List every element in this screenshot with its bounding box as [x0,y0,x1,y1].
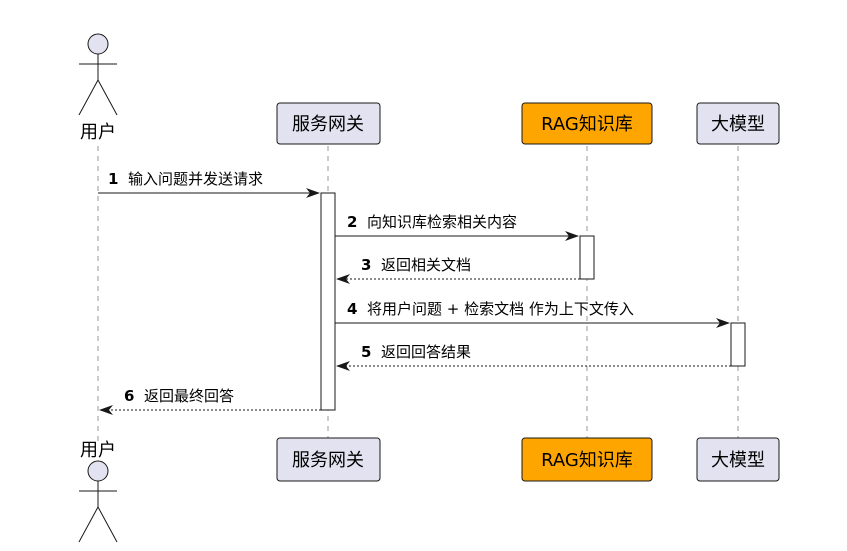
message-text: 返回回答结果 [381,343,471,361]
activation-bars [320,192,746,411]
message-text: 向知识库检索相关内容 [367,213,517,231]
participant-gateway-bottom: 服务网关 [276,437,381,482]
message-5: 5 返回回答结果 [336,343,731,371]
participant-llm-bottom: 大模型 [696,437,780,482]
message-text: 返回最终回答 [144,387,234,405]
actor-icon [78,460,118,543]
message-4: 4 将用户问题 + 检索文档 作为上下文传入 [335,300,730,328]
message-1: 1 输入问题并发送请求 [98,170,320,198]
participant-label: 服务网关 [292,450,364,471]
participant-label: 大模型 [711,450,765,471]
actor-icon [78,33,118,116]
participant-box [276,102,381,145]
participant-rag-top: RAG知识库 [521,102,653,145]
message-number: 2 [347,213,357,231]
message-number: 4 [347,300,357,318]
message-number: 5 [361,343,371,361]
participant-box [521,102,653,145]
participant-gateway-top: 服务网关 [276,102,381,145]
activation-rag [579,235,595,280]
participant-llm-top: 大模型 [696,102,780,145]
participant-user-top: 用户 [78,33,118,143]
participant-box [696,102,780,145]
participant-box [276,437,381,482]
message-text: 将用户问题 + 检索文档 作为上下文传入 [367,300,634,318]
participant-user-bottom: 用户 [78,440,118,543]
participant-label: 用户 [80,122,116,143]
message-2: 2 向知识库检索相关内容 [335,213,579,241]
message-text: 输入问题并发送请求 [128,170,263,188]
activation-llm [730,322,746,367]
message-3: 3 返回相关文档 [336,256,580,284]
message-number: 1 [108,170,118,188]
participant-label: 大模型 [711,114,765,135]
message-number: 3 [361,256,371,274]
participant-label: RAG知识库 [541,450,633,471]
participant-box [521,437,653,482]
activation-gateway [320,192,336,411]
message-6: 6 返回最终回答 [99,387,321,415]
participant-label: 用户 [80,440,116,461]
message-number: 6 [124,387,134,405]
participant-rag-bottom: RAG知识库 [521,437,653,482]
participant-box [696,437,780,482]
participant-label: 服务网关 [292,114,364,135]
message-text: 返回相关文档 [381,256,471,274]
participant-label: RAG知识库 [541,114,633,135]
